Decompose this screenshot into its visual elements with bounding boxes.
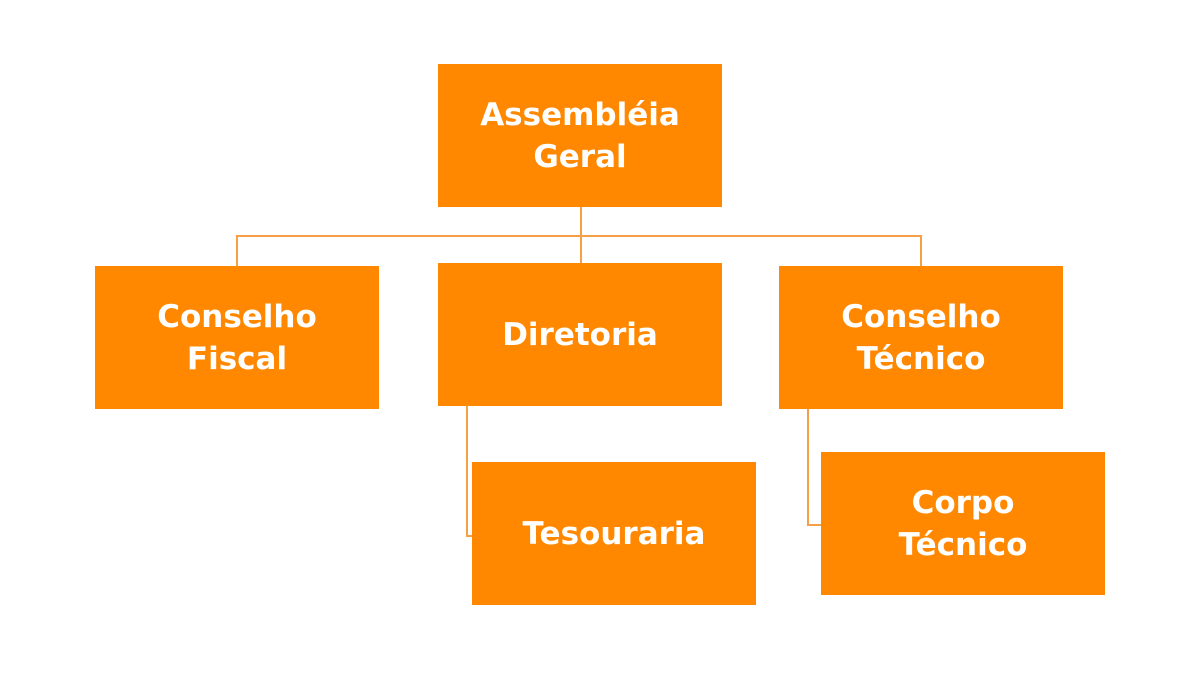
node-label-line1: Assembléia	[480, 96, 680, 133]
node-assembleia-geral: Assembléia Geral	[438, 64, 722, 207]
connector-diretoria-to-tesouraria	[466, 406, 472, 537]
node-label-line1: Tesouraria	[522, 515, 706, 552]
node-label-line1: Conselho	[157, 298, 317, 335]
node-tesouraria: Tesouraria	[472, 462, 756, 605]
node-conselho-tecnico: Conselho Técnico	[779, 266, 1063, 409]
node-conselho-fiscal: Conselho Fiscal	[95, 266, 379, 409]
node-label-line2: Técnico	[856, 340, 986, 377]
node-label-line1: Diretoria	[502, 316, 658, 353]
node-diretoria: Diretoria	[438, 263, 722, 406]
node-label-line2: Técnico	[898, 526, 1028, 563]
node-label-line2: Geral	[533, 138, 627, 175]
connector-assembleia-to-branches	[236, 235, 922, 266]
node-label-line1: Corpo	[911, 484, 1015, 521]
node-label-line2: Fiscal	[186, 340, 288, 377]
node-label-line1: Conselho	[841, 298, 1001, 335]
node-corpo-tecnico: Corpo Técnico	[821, 452, 1105, 595]
connector-conselho-tecnico-to-corpo-tecnico	[807, 409, 821, 526]
